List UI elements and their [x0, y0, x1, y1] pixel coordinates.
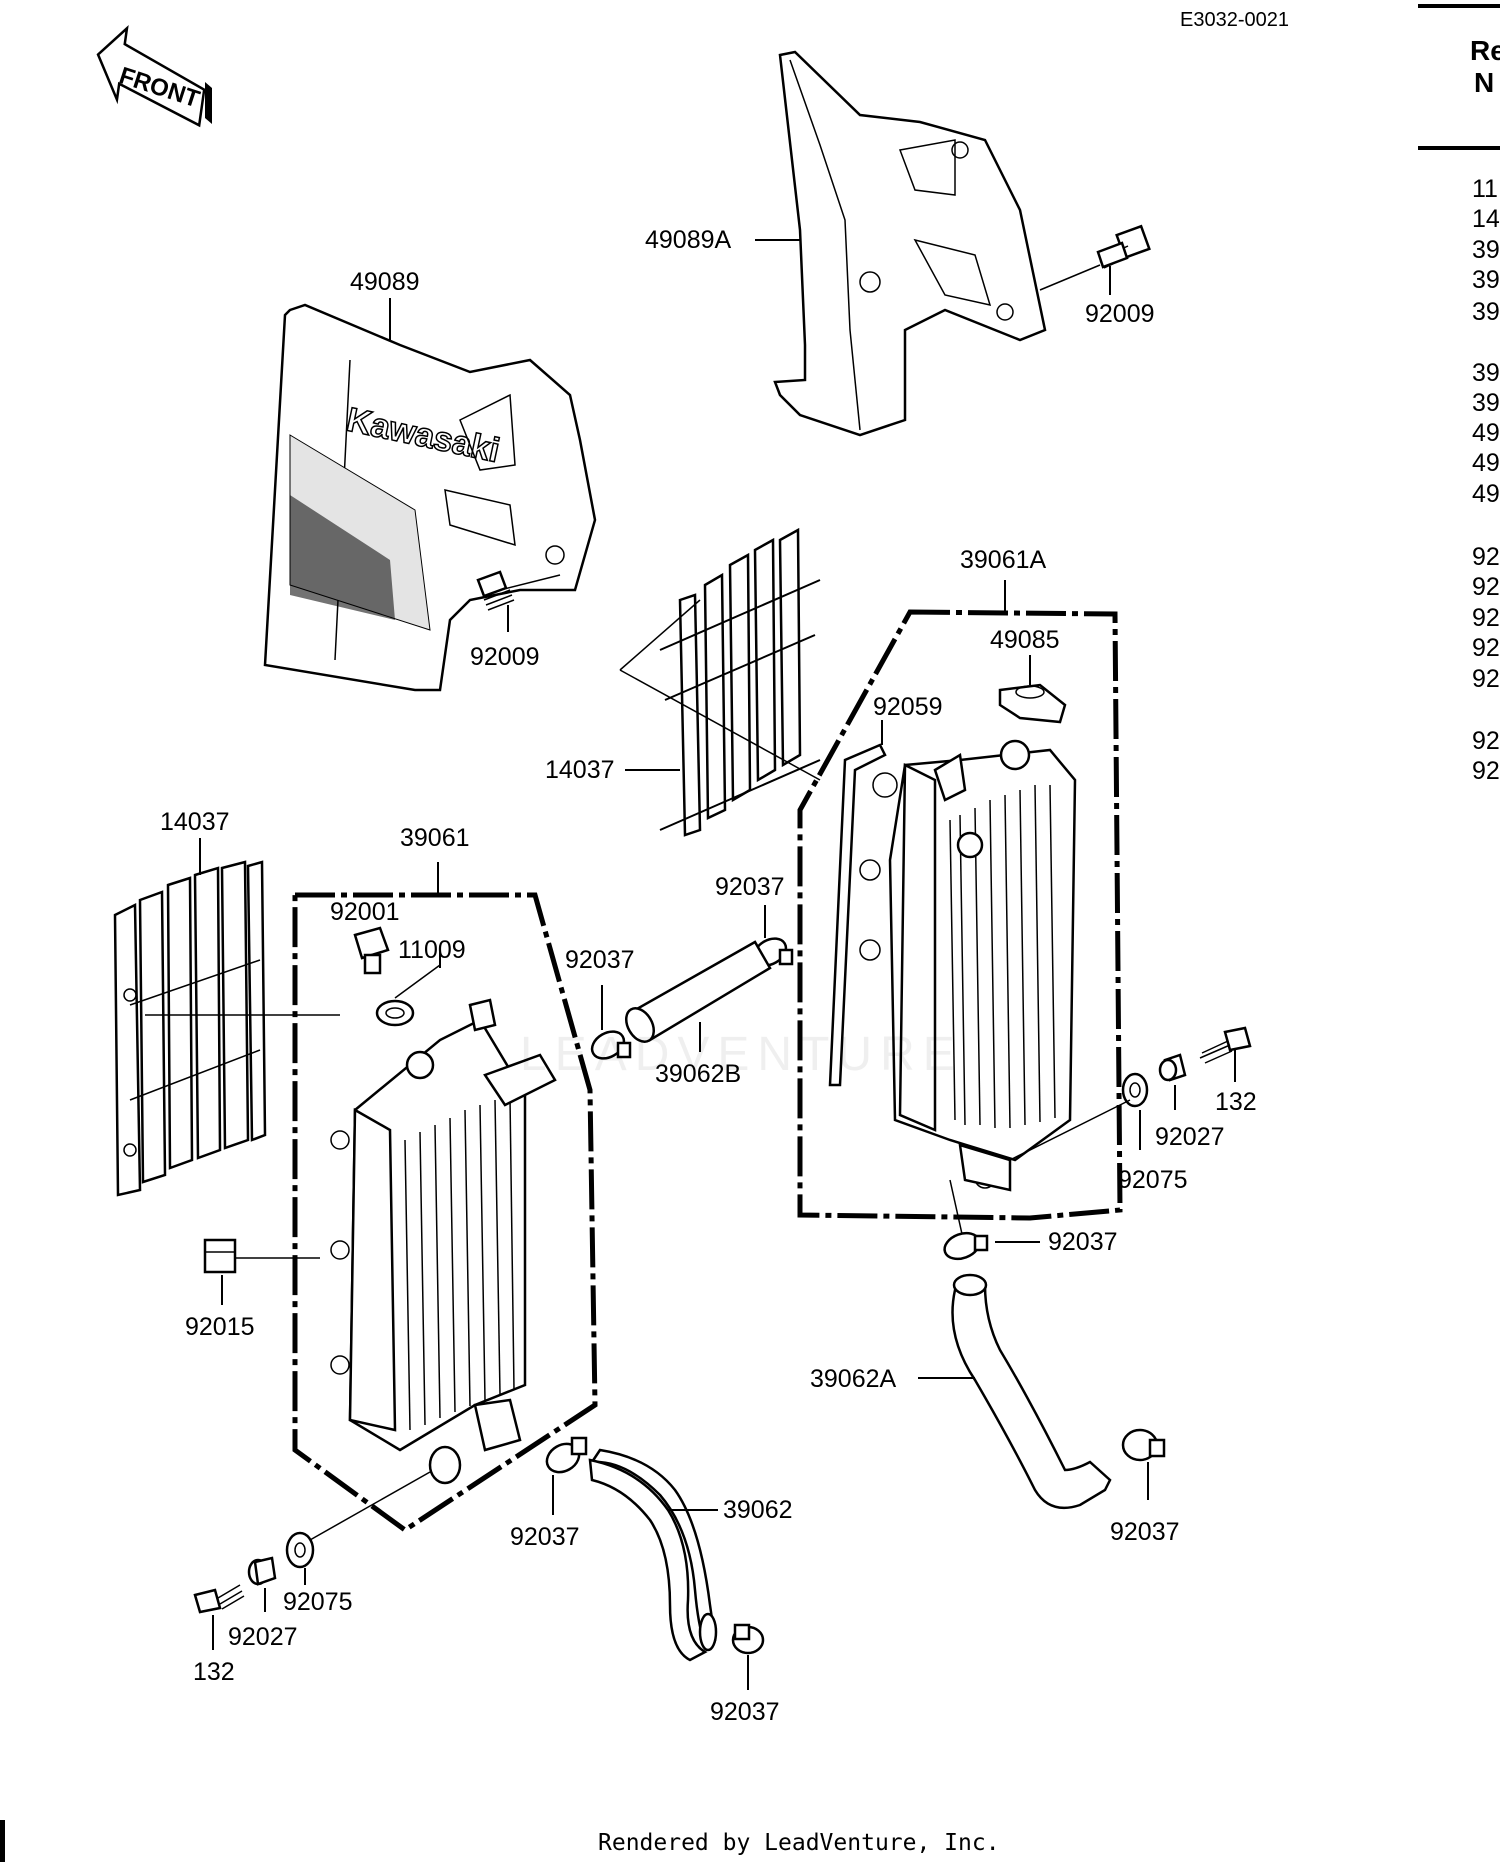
label-39062: 39062: [723, 1496, 793, 1524]
hose-clamp-icon: [545, 1436, 588, 1474]
side-header-line1: Re: [1470, 35, 1500, 66]
label-92001: 92001: [330, 898, 400, 926]
side-row: 49: [1472, 449, 1500, 477]
side-row: 92: [1472, 543, 1500, 571]
footer-text: Rendered by LeadVenture, Inc.: [598, 1830, 1000, 1856]
label-92075-right: 92075: [1118, 1166, 1188, 1194]
side-row: 49: [1472, 419, 1500, 447]
label-92037-far-right: 92037: [1110, 1518, 1180, 1546]
side-header-line2: N: [1474, 67, 1494, 98]
label-92027-right: 92027: [1155, 1123, 1225, 1151]
shroud-49089: Kawasaki: [263, 303, 597, 692]
side-row: 39: [1472, 389, 1500, 417]
radiator-left: [330, 998, 557, 1485]
side-row: 92: [1472, 757, 1500, 785]
label-92037-right: 92037: [1048, 1228, 1118, 1256]
washer-icon: [247, 1556, 277, 1586]
hose-clamp-icon: [943, 1231, 989, 1261]
side-row: 14: [1472, 205, 1500, 233]
label-39062B: 39062B: [655, 1060, 741, 1088]
label-132-right: 132: [1215, 1088, 1257, 1116]
label-11009: 11009: [398, 936, 466, 964]
side-row: 92: [1472, 634, 1500, 662]
label-92015: 92015: [185, 1313, 255, 1341]
label-92075-left: 92075: [283, 1588, 353, 1616]
radiator-right: [859, 739, 1077, 1192]
bolt-icon: [1199, 1026, 1252, 1064]
label-92037-bottom: 92037: [710, 1698, 780, 1726]
label-92059: 92059: [873, 693, 943, 721]
side-row: 92: [1472, 604, 1500, 632]
diagram-code: E3032-0021: [1180, 9, 1289, 31]
side-row: 92: [1472, 573, 1500, 601]
label-49089: 49089: [350, 268, 420, 296]
clip-icon: [203, 1238, 237, 1274]
label-92037-center: 92037: [715, 873, 785, 901]
edge-mark: [0, 1820, 5, 1862]
grommet-icon: [285, 1531, 315, 1569]
label-49085: 49085: [990, 626, 1060, 654]
washer-icon: [1158, 1053, 1187, 1082]
hose-39062B: [625, 940, 772, 1043]
hose-clamp-icon: [1121, 1428, 1166, 1462]
side-row: 39: [1472, 236, 1500, 264]
guard-14037-upper: [659, 527, 821, 837]
side-row: 39: [1472, 266, 1500, 294]
label-92009-left: 92009: [470, 643, 540, 671]
side-row: 39: [1472, 298, 1500, 326]
watermark: LEADVENTURE: [520, 1028, 963, 1081]
side-row: 92: [1472, 727, 1500, 755]
label-92037-bottom-mid: 92037: [510, 1523, 580, 1551]
label-92037-mid: 92037: [565, 946, 635, 974]
label-14037-left: 14037: [160, 808, 230, 836]
grommet-icon: [1121, 1072, 1149, 1108]
label-39061: 39061: [400, 824, 470, 852]
front-arrow-icon: FRONT: [96, 25, 212, 128]
side-row: 92: [1472, 665, 1500, 693]
label-132-left: 132: [193, 1658, 235, 1686]
hose-39062A: [951, 1273, 1112, 1510]
side-row: 39: [1472, 359, 1500, 387]
hose-clamp-icon: [731, 1623, 765, 1655]
hose-39062: [588, 1448, 718, 1662]
label-49089A: 49089A: [645, 226, 732, 254]
washer-icon: [375, 999, 415, 1027]
shroud-49089A: [773, 50, 1047, 437]
label-39061A: 39061A: [960, 546, 1047, 574]
bolt-icon: [193, 1584, 245, 1614]
bolt-icon: [1096, 224, 1151, 269]
label-14037-center: 14037: [545, 756, 615, 784]
label-39062A: 39062A: [810, 1365, 897, 1393]
radiator-cap-icon: [998, 683, 1067, 724]
side-row: 49: [1472, 480, 1500, 508]
label-92009-top: 92009: [1085, 300, 1155, 328]
guard-14037-left: [113, 860, 340, 1197]
hose-clamp-icon: [590, 1030, 632, 1060]
drain-plug-icon: [353, 926, 390, 975]
label-92027-left: 92027: [228, 1623, 298, 1651]
side-row: 11: [1472, 175, 1498, 203]
